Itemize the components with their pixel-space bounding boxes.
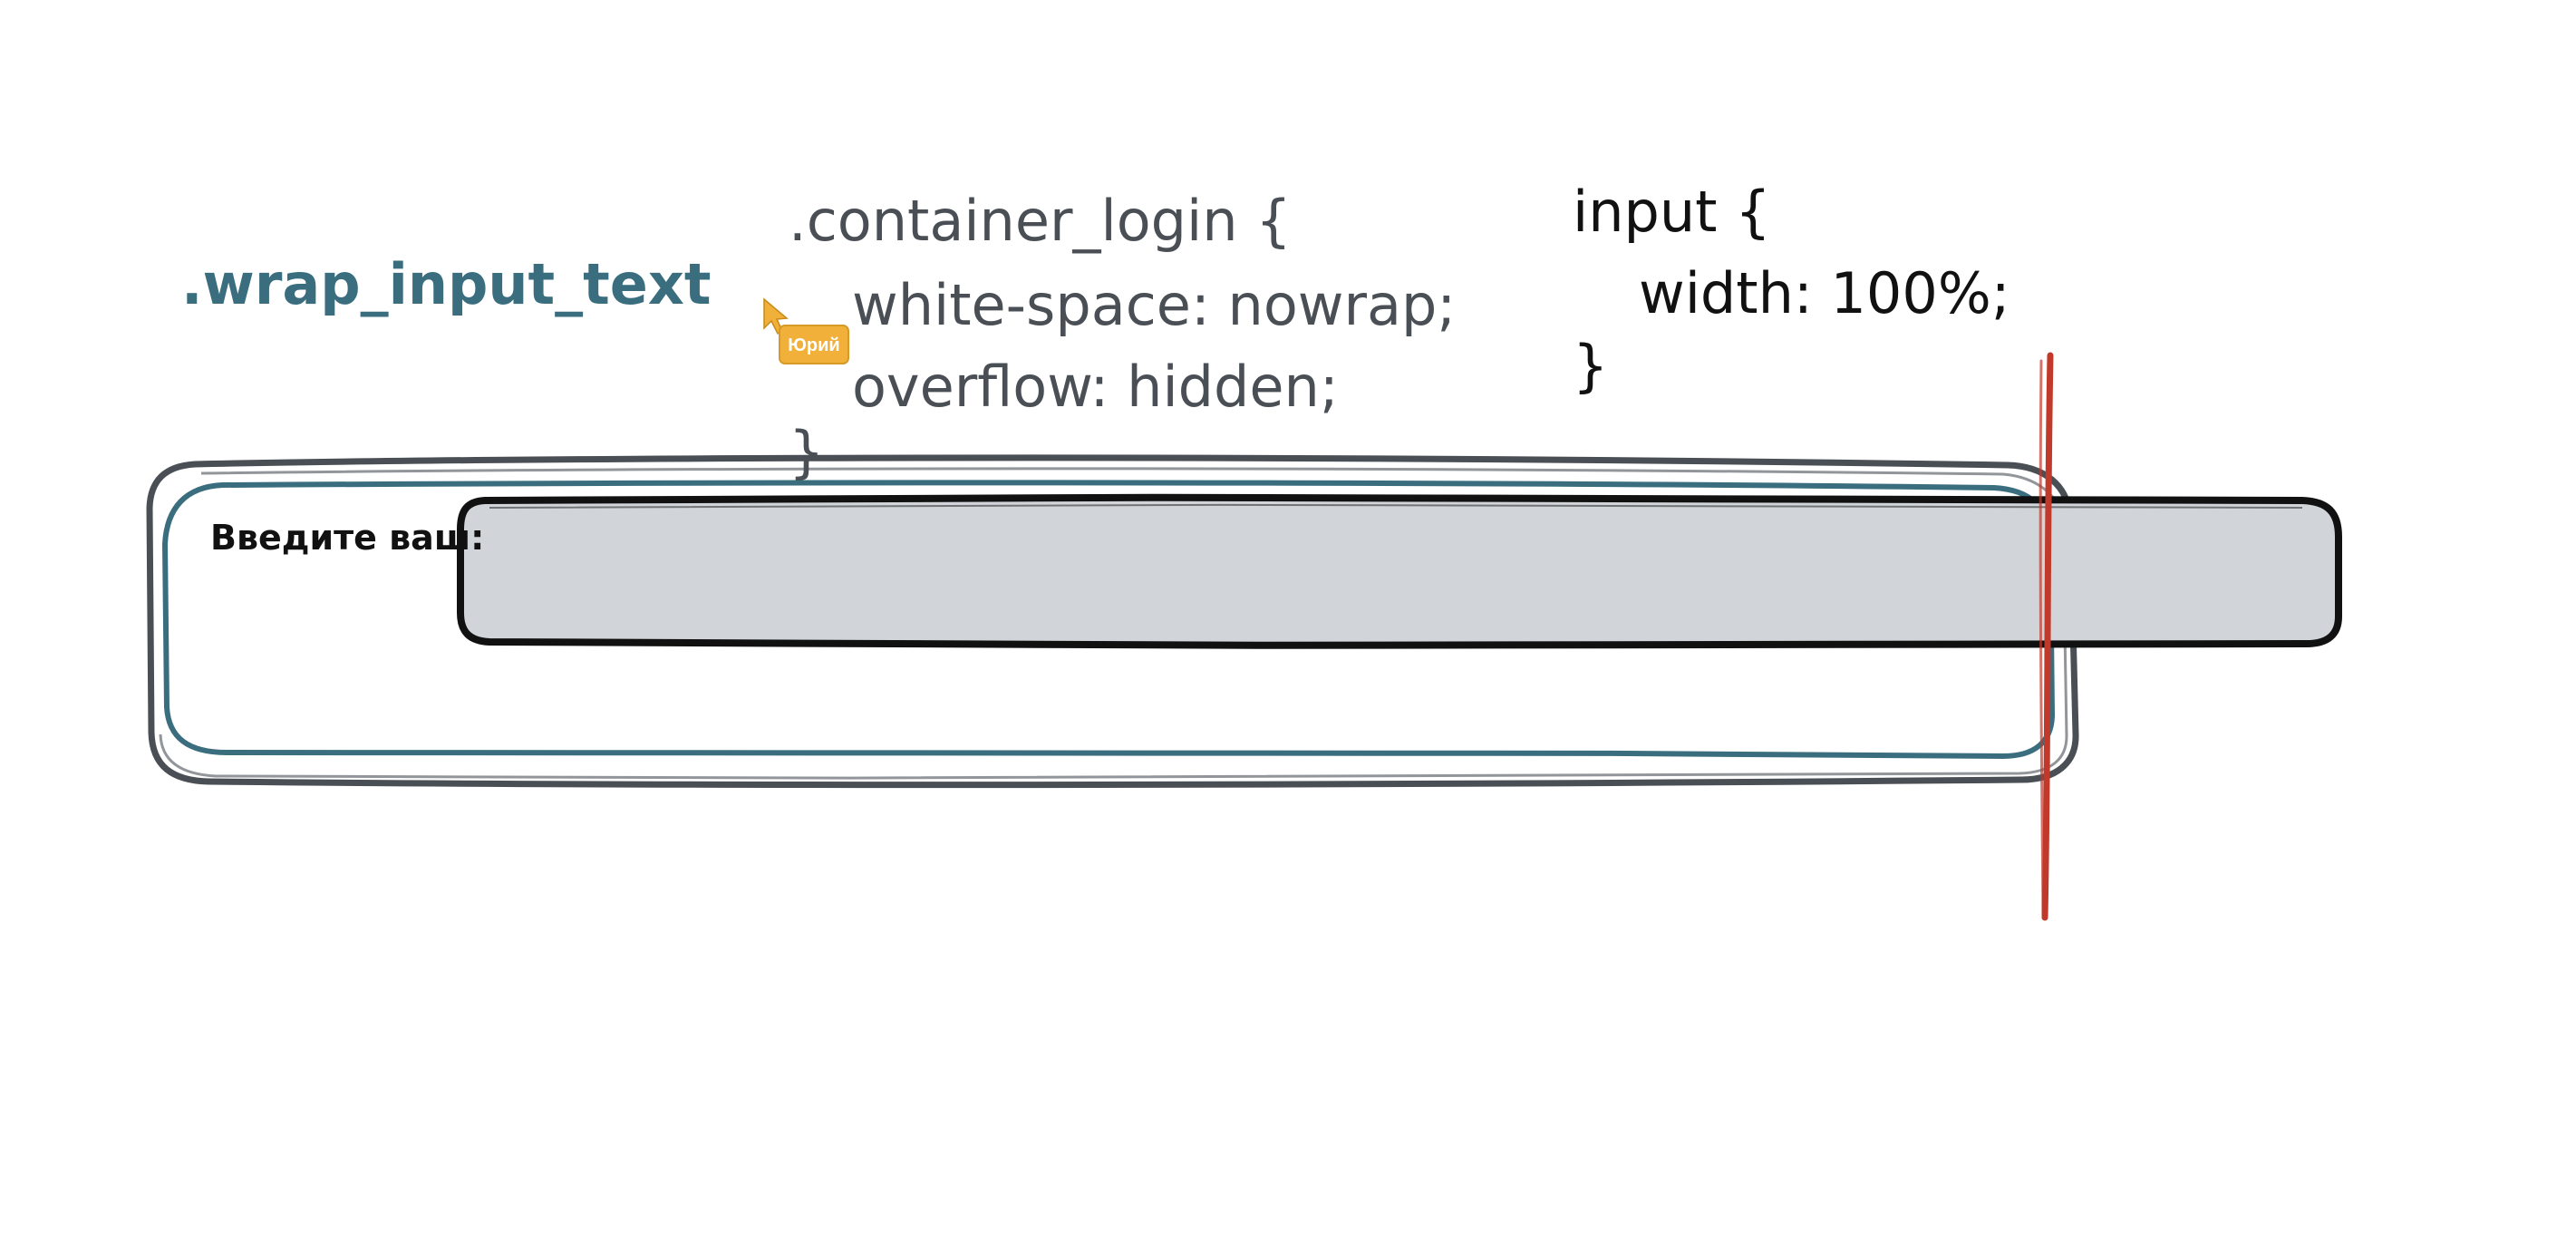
text-input-field bbox=[457, 493, 2342, 650]
collaborator-cursor: Юрий bbox=[763, 297, 849, 364]
cursor-user-name: Юрий bbox=[788, 335, 839, 355]
container-css-line-3: overflow: hidden; bbox=[852, 354, 1339, 420]
container-login-box bbox=[146, 454, 2079, 789]
container-css-line-1: .container_login { bbox=[789, 188, 1292, 254]
wrap-input-text-label: .wrap_input_text bbox=[181, 251, 712, 317]
input-css-line-1: input { bbox=[1573, 179, 1771, 245]
wrap-input-text-box bbox=[162, 480, 2055, 759]
container-css-line-2: white-space: nowrap; bbox=[852, 272, 1456, 338]
container-login-css: .container_login { white-space: nowrap; … bbox=[789, 188, 1456, 485]
cursor-user-badge bbox=[779, 325, 849, 364]
input-css-line-3: } bbox=[1573, 333, 1608, 399]
input-css: input { width: 100%; } bbox=[1573, 179, 2010, 399]
input-css-line-2: width: 100%; bbox=[1639, 260, 2010, 326]
form-label: Введите ваш: bbox=[210, 518, 484, 558]
container-css-line-4: } bbox=[789, 419, 824, 485]
overflow-clip-marker bbox=[2039, 352, 2054, 921]
